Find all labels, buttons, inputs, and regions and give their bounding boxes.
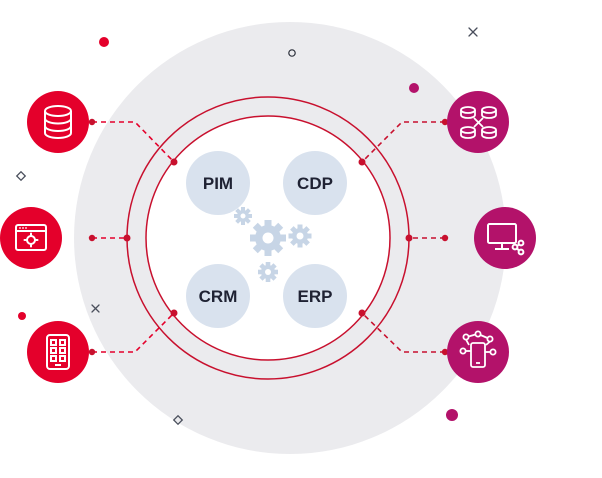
junction-dots <box>88 118 449 356</box>
database-icon <box>44 105 72 139</box>
system-crm: CRM <box>186 264 250 328</box>
network-nodes-icon <box>460 106 497 139</box>
system-cdp: CDP <box>283 151 347 215</box>
gears-icon <box>234 207 312 282</box>
source-web-app <box>0 207 62 269</box>
system-erp: ERP <box>283 264 347 328</box>
left-connectors <box>92 121 175 353</box>
mobile-network-icon <box>459 330 497 368</box>
system-crm-label: CRM <box>199 287 238 306</box>
decor-dot <box>99 37 109 47</box>
right-connectors <box>361 121 445 353</box>
decor-cross <box>91 27 478 313</box>
source-database <box>27 91 89 153</box>
system-pim-label: PIM <box>203 174 233 193</box>
system-pim: PIM <box>186 151 250 215</box>
decor-dot <box>18 312 26 320</box>
decor-dot <box>409 83 419 93</box>
target-mobile-network <box>447 321 509 383</box>
target-desktop <box>474 207 536 269</box>
decor-dot <box>446 409 458 421</box>
decor-ring <box>288 49 296 57</box>
monitor-share-icon <box>487 223 525 256</box>
mobile-app-icon <box>46 334 70 370</box>
browser-settings-icon <box>15 224 47 251</box>
decor-diamond <box>15 170 184 426</box>
source-mobile-app <box>27 321 89 383</box>
system-erp-label: ERP <box>298 287 333 306</box>
target-network <box>447 91 509 153</box>
system-cdp-label: CDP <box>297 174 333 193</box>
